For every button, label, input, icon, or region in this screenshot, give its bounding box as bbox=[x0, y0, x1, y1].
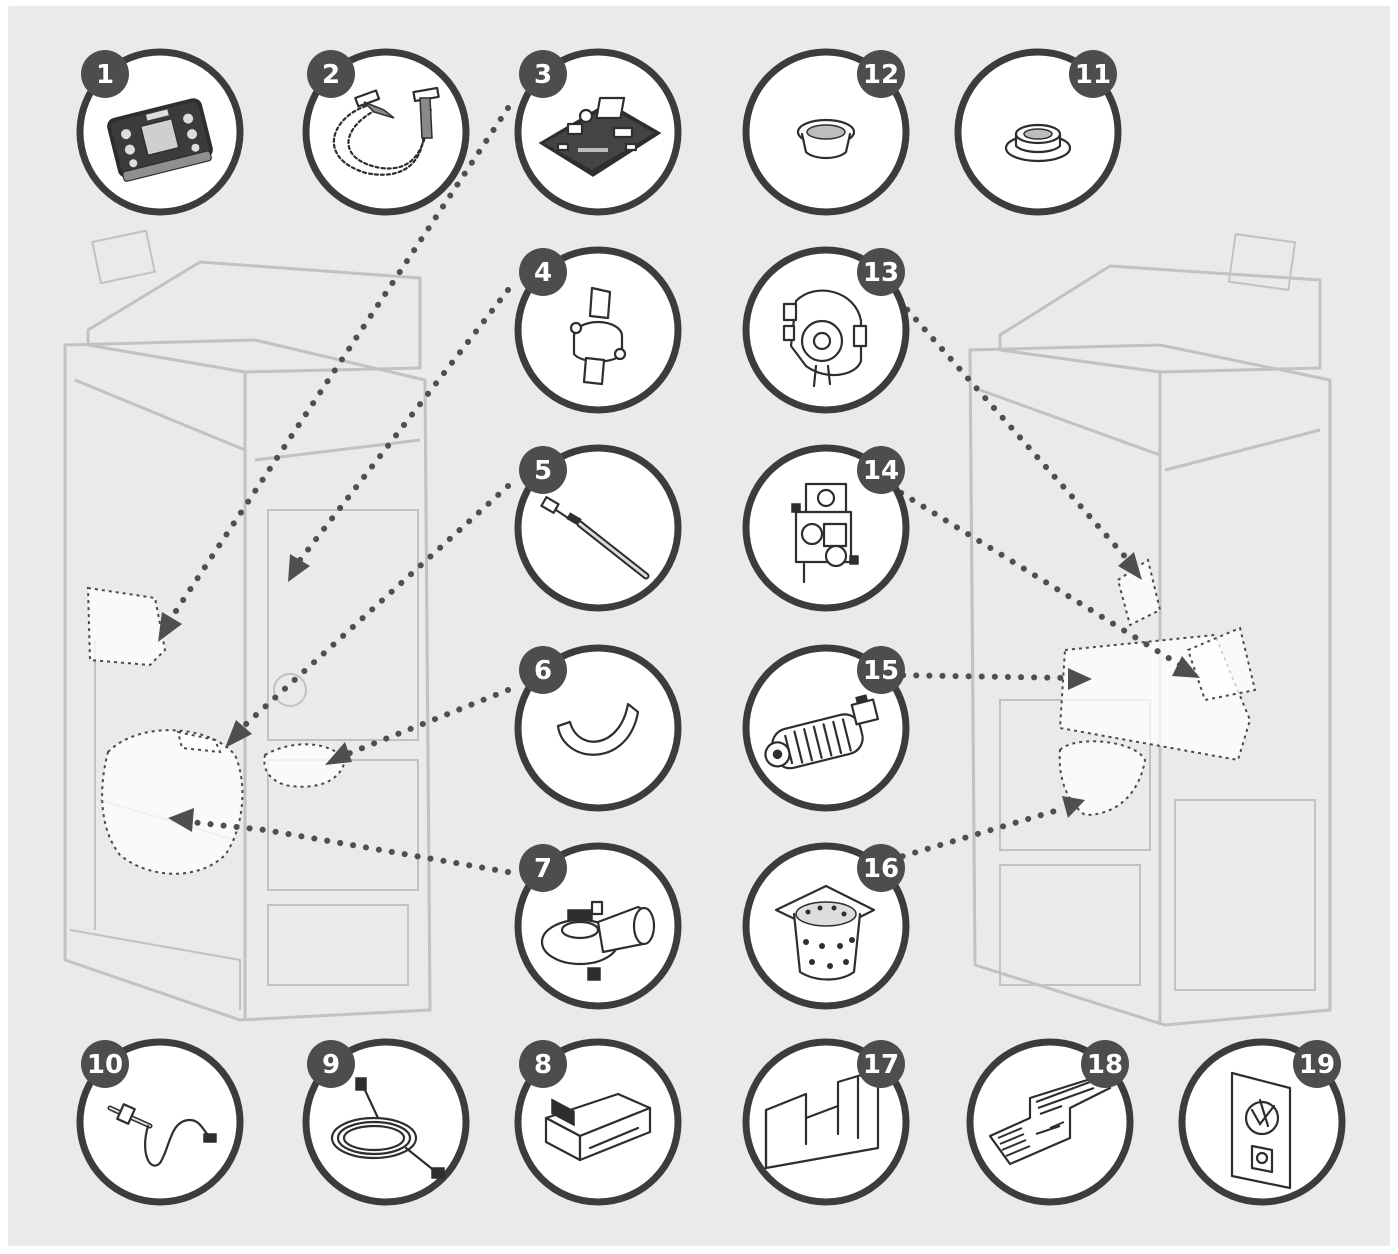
part-number-badge bbox=[857, 1040, 905, 1088]
part-number-badge bbox=[519, 844, 567, 892]
leader-arrow-15 bbox=[1068, 668, 1092, 690]
part-13: 13 bbox=[742, 246, 910, 414]
leader-arrow-13 bbox=[1118, 552, 1142, 580]
part-number-label: 13 bbox=[863, 258, 899, 288]
leader-arrow-6 bbox=[325, 742, 352, 765]
leader-line-7 bbox=[187, 819, 511, 875]
part-8: 8 bbox=[514, 1038, 682, 1206]
part-number-badge bbox=[1069, 50, 1117, 98]
leader-arrow-5 bbox=[225, 720, 252, 748]
wall-outlet-icon bbox=[1230, 1071, 1292, 1190]
part-number-badge bbox=[519, 446, 567, 494]
part-number-badge bbox=[307, 1040, 355, 1088]
part-3: 3 bbox=[514, 48, 682, 216]
leader-arrow-7 bbox=[168, 808, 194, 832]
part-7: 7 bbox=[514, 842, 682, 1010]
part-number-badge bbox=[857, 646, 905, 694]
part-number-badge bbox=[857, 844, 905, 892]
part-number-label: 18 bbox=[1087, 1050, 1123, 1080]
part-18: 18 bbox=[966, 1038, 1134, 1206]
leader-arrow-3 bbox=[158, 612, 182, 642]
part-number-label: 10 bbox=[87, 1050, 123, 1080]
part-number-badge bbox=[81, 50, 129, 98]
part-9: 9 bbox=[302, 1038, 470, 1206]
part-6: 6 bbox=[514, 644, 682, 812]
part-number-label: 15 bbox=[863, 656, 899, 686]
part-14: 14 bbox=[742, 444, 910, 612]
part-11: 11 bbox=[954, 48, 1122, 216]
part-2: 2 bbox=[302, 48, 470, 216]
part-number-label: 2 bbox=[322, 60, 340, 90]
leader-line-3 bbox=[167, 105, 511, 623]
part-number-label: 4 bbox=[534, 258, 552, 288]
leader-line-6 bbox=[342, 687, 511, 758]
part-number-label: 6 bbox=[534, 656, 552, 686]
leader-line-15 bbox=[887, 672, 1073, 681]
part-15: 15 bbox=[742, 644, 910, 812]
part-number-badge bbox=[519, 1040, 567, 1088]
part-number-label: 16 bbox=[863, 854, 899, 884]
leader-arrow-16 bbox=[1062, 796, 1085, 818]
part-number-label: 5 bbox=[534, 456, 552, 486]
part-number-badge bbox=[1293, 1040, 1341, 1088]
leader-arrow-14 bbox=[1172, 656, 1200, 678]
part-number-badge bbox=[519, 248, 567, 296]
part-5: 5 bbox=[514, 444, 682, 612]
part-number-badge bbox=[307, 50, 355, 98]
part-4: 4 bbox=[514, 246, 682, 414]
leader-line-14 bbox=[887, 483, 1183, 668]
part-number-badge bbox=[857, 446, 905, 494]
gasket-ring-icon bbox=[796, 118, 856, 160]
part-number-badge bbox=[519, 646, 567, 694]
part-1: 1 bbox=[76, 48, 244, 216]
part-number-label: 1 bbox=[96, 60, 114, 90]
part-number-label: 9 bbox=[322, 1050, 340, 1080]
leader-line-16 bbox=[887, 805, 1068, 863]
leader-arrow-4 bbox=[288, 554, 310, 582]
part-number-label: 19 bbox=[1299, 1050, 1335, 1080]
part-number-badge bbox=[1081, 1040, 1129, 1088]
part-number-badge bbox=[81, 1040, 129, 1088]
part-number-label: 11 bbox=[1075, 60, 1111, 90]
stove-left-illustration bbox=[63, 229, 432, 1022]
part-number-label: 12 bbox=[863, 60, 899, 90]
part-17: 17 bbox=[742, 1038, 910, 1206]
part-number-badge bbox=[857, 50, 905, 98]
part-number-label: 14 bbox=[863, 456, 899, 486]
part-number-badge bbox=[519, 50, 567, 98]
part-16: 16 bbox=[742, 842, 910, 1010]
leader-line-4 bbox=[297, 287, 511, 563]
part-number-label: 17 bbox=[863, 1050, 899, 1080]
leader-lines bbox=[158, 105, 1200, 875]
part-12: 12 bbox=[742, 48, 910, 216]
part-number-label: 8 bbox=[534, 1050, 552, 1080]
part-19: 19 bbox=[1178, 1038, 1346, 1206]
part-number-label: 3 bbox=[534, 60, 552, 90]
part-10: 10 bbox=[76, 1038, 244, 1206]
leader-line-13 bbox=[887, 287, 1131, 563]
part-number-badge bbox=[857, 248, 905, 296]
stove-right-illustration bbox=[968, 232, 1332, 1027]
diagram-background bbox=[8, 6, 1390, 1246]
part-number-label: 7 bbox=[534, 854, 552, 884]
